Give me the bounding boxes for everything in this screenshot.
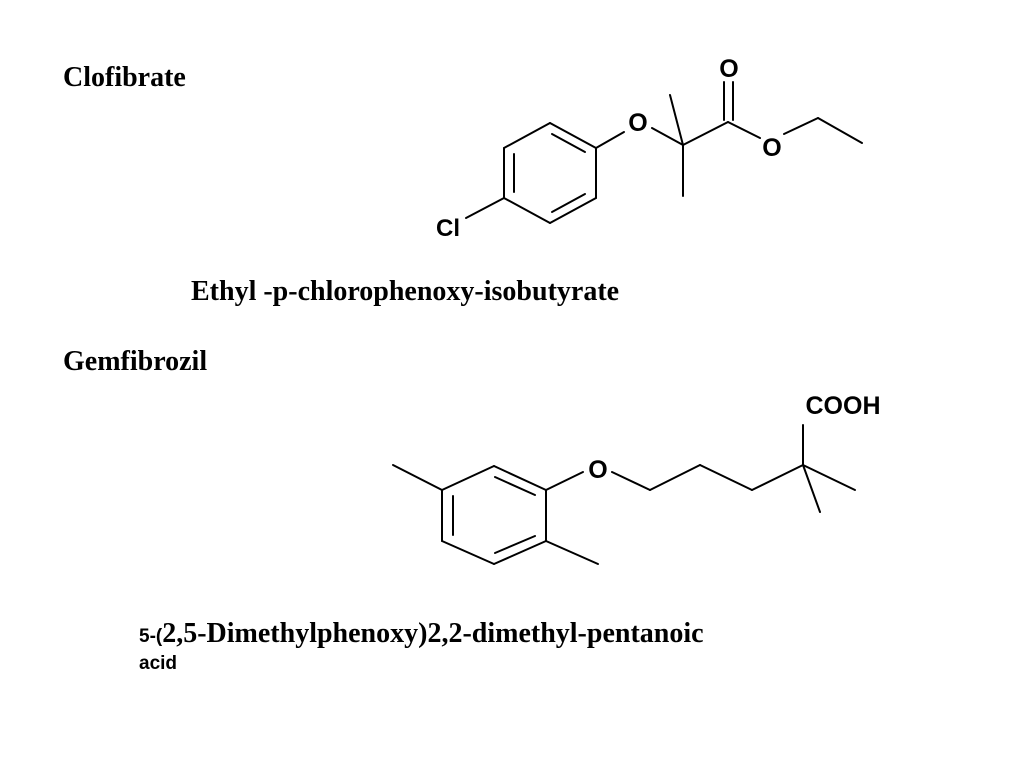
carboxyl-label: COOH xyxy=(806,392,881,420)
ring-bond xyxy=(549,197,597,224)
ester-bond xyxy=(783,117,819,135)
iupac-prefix: 5-( xyxy=(139,626,163,647)
iupac-line2: acid xyxy=(139,653,178,674)
ring-bond xyxy=(493,465,547,491)
ring-bond xyxy=(549,122,597,149)
methyl-bond xyxy=(802,464,856,491)
ring-bond xyxy=(503,197,551,224)
ring-bond xyxy=(441,465,495,491)
carbonyl-carbon-bond xyxy=(682,121,729,146)
chain-bond xyxy=(699,464,753,491)
iupac-main: 2,5-Dimethylphenoxy)2,2-dimethyl-pentano… xyxy=(162,618,704,649)
clofibrate-title: Clofibrate xyxy=(63,62,186,93)
ring-double-bond xyxy=(551,133,586,153)
methyl-bond xyxy=(669,94,684,146)
gemfibrozil-chemical-name: 5-(2,5-Dimethylphenoxy)2,2-dimethyl-pent… xyxy=(139,619,704,675)
ring-bond xyxy=(503,122,551,149)
ethyl-bond xyxy=(817,117,863,144)
ether-bond xyxy=(545,471,584,491)
methyl-bond xyxy=(802,464,821,513)
methyl-bond xyxy=(392,464,443,491)
chain-bond xyxy=(751,464,804,491)
methyl-bond xyxy=(545,540,599,565)
carbonyl-oxygen-label: O xyxy=(719,55,738,83)
ring-double-bond xyxy=(494,476,536,496)
ester-oxygen-label: O xyxy=(762,134,781,162)
ether-oxygen-label: O xyxy=(588,456,607,484)
ester-bond xyxy=(727,121,761,139)
chain-bond xyxy=(649,464,701,491)
ring-bond xyxy=(493,540,547,565)
gemfibrozil-title: Gemfibrozil xyxy=(63,346,208,377)
ether-bond xyxy=(595,131,625,149)
chlorine-label: Cl xyxy=(436,215,460,242)
clofibrate-chemical-name: Ethyl -p-chlorophenoxy-isobutyrate xyxy=(191,276,620,307)
ether-bond xyxy=(651,127,684,146)
ether-bond xyxy=(611,471,651,491)
ring-double-bond xyxy=(551,193,586,213)
ring-bond xyxy=(441,540,495,565)
chlorine-bond xyxy=(465,197,505,219)
ether-oxygen-label: O xyxy=(628,109,647,137)
ring-double-bond xyxy=(494,535,536,554)
